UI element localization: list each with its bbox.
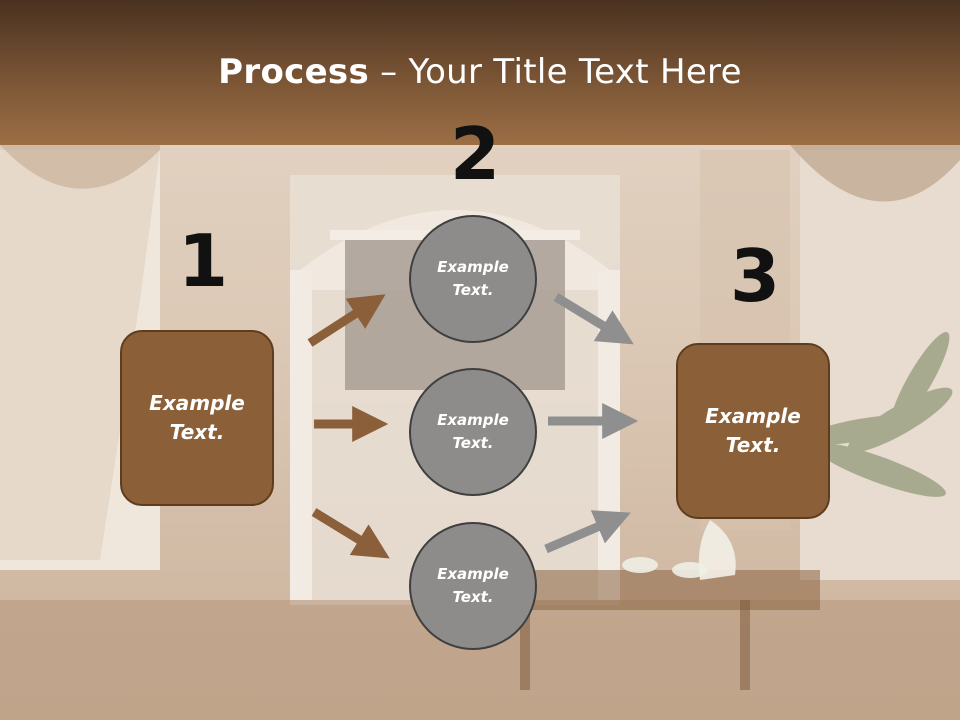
- title-bar: Process – Your Title Text Here: [0, 0, 960, 145]
- arrow-top-to-right: [553, 293, 634, 345]
- circle-top-text: Example Text.: [437, 258, 509, 299]
- circle-bottom-text: Example Text.: [437, 565, 509, 606]
- right-step-box-text: Example Text.: [705, 404, 801, 457]
- slide-title-bold: Process: [218, 52, 370, 92]
- left-step-box: Example Text.: [120, 330, 274, 506]
- circle-middle: Example Text.: [409, 368, 537, 496]
- circle-bottom: Example Text.: [409, 522, 537, 650]
- circle-middle-text: Example Text.: [437, 411, 509, 452]
- right-step-box: Example Text.: [676, 343, 830, 519]
- slide-title: Process – Your Title Text Here: [0, 52, 960, 92]
- step-number-1: 1: [178, 219, 229, 303]
- arrow-left-to-bottom: [311, 508, 390, 559]
- arrow-bottom-to-right: [544, 510, 631, 554]
- circle-top: Example Text.: [409, 215, 537, 343]
- step-number-2: 2: [450, 112, 501, 196]
- left-step-box-text: Example Text.: [149, 391, 245, 444]
- step-number-3: 3: [730, 234, 781, 318]
- slide-title-rest: – Your Title Text Here: [369, 52, 742, 92]
- arrow-left-to-top: [307, 294, 386, 347]
